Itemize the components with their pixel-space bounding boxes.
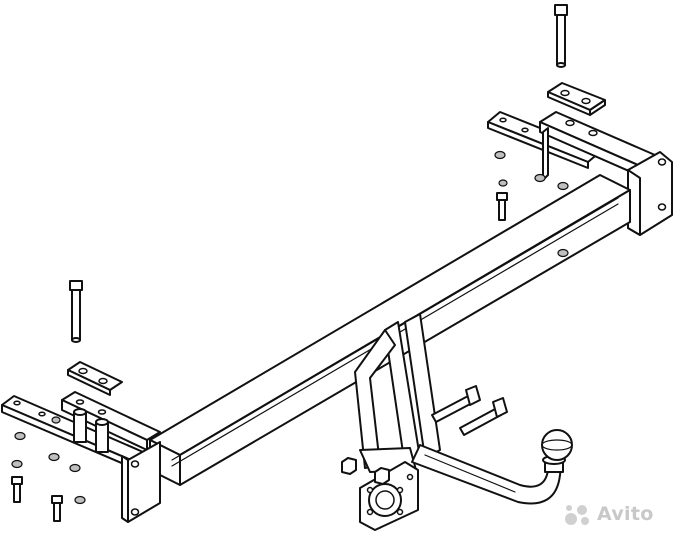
main-cross-beam <box>149 174 631 486</box>
left-small-bolts <box>11 476 63 522</box>
hitch-side-bolts <box>431 385 508 436</box>
center-hitch-bracket <box>354 313 441 473</box>
top-right-bolt <box>554 4 568 68</box>
right-nuts-washers <box>494 150 569 258</box>
watermark-brand: Avito <box>597 503 654 525</box>
tow-arm <box>411 444 563 505</box>
top-right-spacer-plate <box>547 82 606 116</box>
left-nuts-washers <box>11 416 86 505</box>
left-end-plate <box>121 441 161 523</box>
socket-mounting-plate <box>359 461 419 531</box>
right-small-bolt <box>496 192 508 221</box>
left-spacer-plate <box>67 361 123 396</box>
tow-ball <box>541 429 573 473</box>
left-top-bolt <box>69 280 83 343</box>
hitch-nuts <box>341 457 390 485</box>
avito-logo-icon <box>565 505 589 525</box>
left-mounting-bracket <box>1 391 161 471</box>
